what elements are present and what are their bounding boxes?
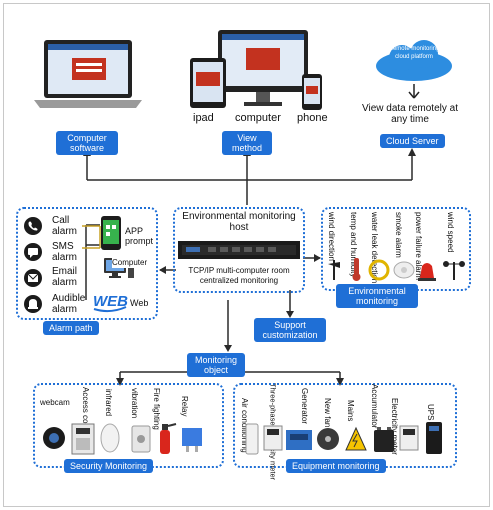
alarm-item-sms: SMS alarm: [52, 241, 78, 263]
host-subtitle: TCP/IP multi-computer room centralized m…: [188, 266, 290, 285]
generator-icon: [286, 430, 312, 450]
env-item-smoke-alarm: smoke alarm: [394, 212, 403, 258]
relay-icon: [182, 428, 202, 452]
device-label-computer: computer: [235, 112, 281, 124]
infrared-sensor-icon: [100, 423, 120, 453]
equipment-device-icons: [240, 420, 454, 461]
web-icon: WEB: [92, 290, 128, 319]
environmental-badge: Environmental monitoring: [336, 284, 418, 308]
electricity-meter-icon: [399, 425, 419, 451]
three-phase-meter-icon: [263, 425, 283, 451]
cloud-server-badge: Cloud Server: [380, 134, 445, 148]
alarm-item-call: Call alarm: [52, 215, 78, 237]
webcam-icon: [43, 427, 65, 449]
alarm-path-badge: Alarm path: [43, 321, 99, 335]
laptop-icon: [32, 38, 144, 119]
equipment-item-electricity-meter: Electricity meter: [390, 398, 399, 455]
device-label-phone: phone: [297, 112, 328, 124]
security-item-infrared: infrared: [104, 389, 113, 417]
svg-text:WEB: WEB: [93, 293, 128, 310]
email-icon: [23, 268, 43, 293]
security-item-access-control: Access control: [81, 387, 90, 440]
alarm-bracket: [80, 222, 102, 277]
equipment-item-generator: Generator: [300, 388, 309, 425]
audible-alarm-icon: [23, 294, 43, 319]
host-title: Environmental monitoring host: [182, 211, 296, 233]
cloud-icon: [372, 40, 456, 89]
device-label-ipad: ipad: [193, 112, 214, 124]
air-conditioner-icon: [245, 423, 259, 455]
smartphone-icon: [100, 216, 122, 255]
access-control-icon: [71, 423, 95, 455]
env-item-power-failure: power failure alarm: [414, 212, 423, 281]
multi-device-icon: [188, 30, 328, 119]
remote-view-text: View data remotely at any time: [362, 103, 458, 125]
fan-icon: [317, 428, 339, 450]
outer-frame: [3, 3, 490, 507]
siren-icon: [418, 263, 436, 281]
battery-icon: [374, 427, 394, 452]
monitoring-host-device-icon: [178, 237, 300, 268]
env-item-water-leak: water leak detection: [370, 212, 379, 284]
equipment-item-mains: Mains: [346, 400, 355, 422]
equipment-monitoring-badge: Equipment monitoring: [286, 459, 386, 473]
vibration-sensor-icon: [131, 425, 151, 453]
alarm-target-app: APP prompt: [125, 226, 154, 246]
security-device-icons: [40, 420, 220, 461]
equipment-item-ups: UPS: [426, 404, 435, 421]
equipment-item-new-fan: New fan: [323, 398, 332, 428]
security-monitoring-badge: Security Monitoring: [64, 459, 154, 473]
env-sensor-icons: [324, 256, 468, 287]
security-item-fire-fighting: Fire fighting: [152, 388, 161, 430]
security-item-vibration: vibration: [130, 388, 139, 419]
alarm-target-computer: Computer: [112, 258, 148, 268]
ups-icon: [426, 422, 442, 454]
alarm-target-web: Web: [130, 298, 149, 308]
view-method-badge: View method: [222, 131, 272, 155]
phone-call-icon: [23, 216, 43, 241]
computer-software-badge: Computer software: [56, 131, 118, 155]
security-item-relay: Relay: [180, 396, 189, 417]
anemometer-icon: [443, 261, 465, 280]
env-item-wind-direction: wind direction: [327, 212, 336, 261]
equipment-item-air-conditioning: Air conditioning: [240, 398, 249, 453]
wind-direction-icon: [328, 260, 340, 280]
equipment-item-accumulator: Accumulator: [370, 384, 379, 429]
mains-warning-icon: [345, 426, 367, 451]
security-item-webcam: webcam: [40, 398, 70, 407]
alarm-item-audible: Audible alarm: [52, 293, 86, 315]
env-item-wind-speed: wind speed: [446, 212, 455, 253]
water-leak-icon: [368, 259, 390, 281]
alarm-path-box: [16, 207, 158, 320]
alarm-item-email: Email alarm: [52, 266, 78, 288]
cloud-platform-label: Remote monitoring cloud platform: [388, 46, 440, 60]
monitoring-object-badge: Monitoring object: [187, 353, 245, 377]
fire-extinguisher-icon: [160, 423, 177, 454]
smoke-detector-icon: [393, 261, 415, 279]
sms-icon: [23, 242, 43, 267]
thermometer-icon: [352, 258, 361, 281]
support-customization-badge: Support customization: [254, 318, 326, 342]
env-item-temp-humidity: temp and humidity: [349, 212, 358, 278]
cloud-connector-icon: [408, 84, 420, 107]
host-box: [173, 207, 305, 293]
